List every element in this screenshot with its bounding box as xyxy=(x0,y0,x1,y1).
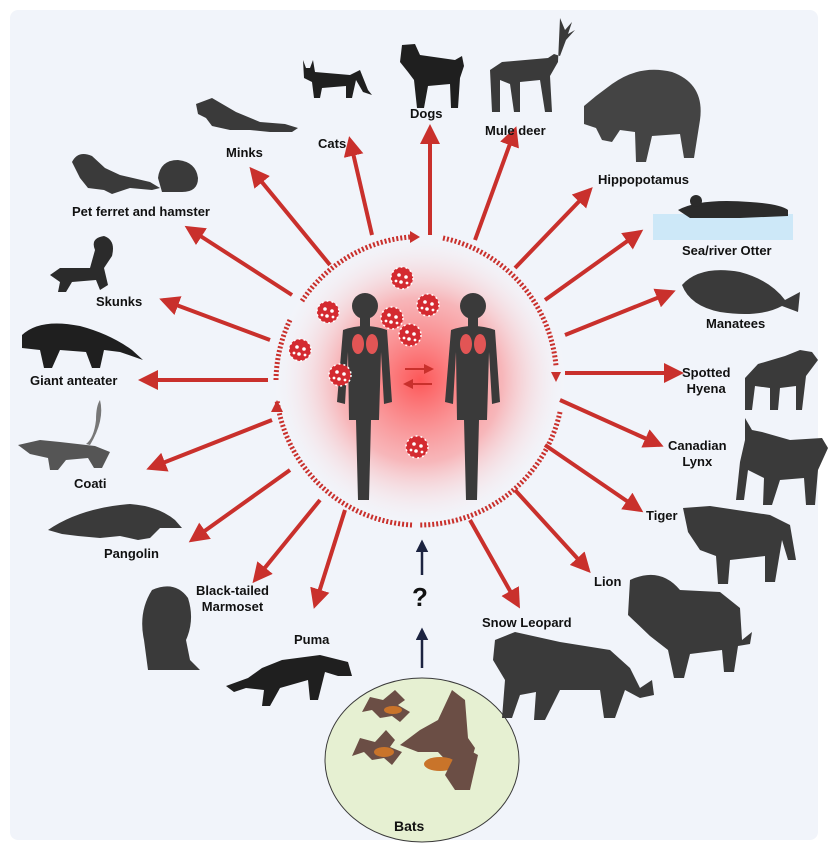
arrow-minks xyxy=(252,170,330,265)
label-lion: Lion xyxy=(594,574,621,590)
label-dogs: Dogs xyxy=(410,106,443,122)
label-otter: Sea/river Otter xyxy=(682,243,772,259)
label-hyena: Spotted Hyena xyxy=(682,365,730,397)
lion-icon xyxy=(628,575,752,678)
label-marmoset: Black-tailed Marmoset xyxy=(196,583,269,615)
label-lynx: Canadian Lynx xyxy=(668,438,727,470)
coati-icon xyxy=(18,400,110,470)
label-ferret-hamster: Pet ferret and hamster xyxy=(72,204,210,220)
arrow-ferret-hamster xyxy=(188,228,292,295)
arrow-coati xyxy=(150,420,272,468)
ferret-hamster-icon xyxy=(72,154,198,194)
otter-icon xyxy=(653,195,793,240)
hippo-icon xyxy=(584,70,701,162)
arrow-tiger xyxy=(545,445,640,510)
label-coati: Coati xyxy=(74,476,107,492)
arrow-pangolin xyxy=(192,470,290,540)
virus-icon xyxy=(406,436,428,458)
arrow-lynx xyxy=(560,400,660,445)
label-mule-deer: Mule deer xyxy=(485,123,546,139)
label-cats: Cats xyxy=(318,136,346,152)
virus-icon xyxy=(417,294,439,316)
virus-icon xyxy=(391,267,413,289)
label-snow-leopard: Snow Leopard xyxy=(482,615,572,631)
arrow-snow-leopard xyxy=(470,520,518,605)
virus-icon xyxy=(329,364,351,386)
label-pangolin: Pangolin xyxy=(104,546,159,562)
skunk-icon xyxy=(50,236,113,292)
manatee-icon xyxy=(682,270,800,314)
mink-icon xyxy=(196,98,298,132)
label-skunks: Skunks xyxy=(96,294,142,310)
label-tiger: Tiger xyxy=(646,508,678,524)
virus-icon xyxy=(381,307,403,329)
pangolin-icon xyxy=(48,504,182,540)
arrow-marmoset xyxy=(255,500,320,580)
tiger-icon xyxy=(683,506,796,584)
label-puma: Puma xyxy=(294,632,329,648)
arrow-hippopotamus xyxy=(515,190,590,268)
virus-icon xyxy=(317,301,339,323)
label-minks: Minks xyxy=(226,145,263,161)
deer-icon xyxy=(490,18,575,112)
snow-leopard-icon xyxy=(493,632,654,720)
arrow-puma xyxy=(315,510,345,605)
arrow-mule-deer xyxy=(475,130,515,240)
dog-icon xyxy=(400,44,464,108)
cat-icon xyxy=(303,60,372,98)
virus-icon xyxy=(289,339,311,361)
label-bats: Bats xyxy=(394,818,424,834)
label-anteater: Giant anteater xyxy=(30,373,117,389)
arrow-cats xyxy=(350,140,372,235)
arrow-manatees xyxy=(565,292,672,335)
lynx-icon xyxy=(736,418,828,505)
marmoset-icon xyxy=(142,586,200,670)
hyena-icon xyxy=(745,350,818,410)
label-manatees: Manatees xyxy=(706,316,765,332)
unknown-intermediate-question-mark: ? xyxy=(412,582,428,613)
anteater-icon xyxy=(22,323,143,368)
virus-icon xyxy=(399,324,421,346)
label-hippopotamus: Hippopotamus xyxy=(598,172,689,188)
arrow-lion xyxy=(515,490,588,570)
puma-icon xyxy=(226,655,352,706)
arrow-skunks xyxy=(163,300,270,340)
center-glow xyxy=(270,230,570,530)
arrow-otter xyxy=(545,232,640,300)
